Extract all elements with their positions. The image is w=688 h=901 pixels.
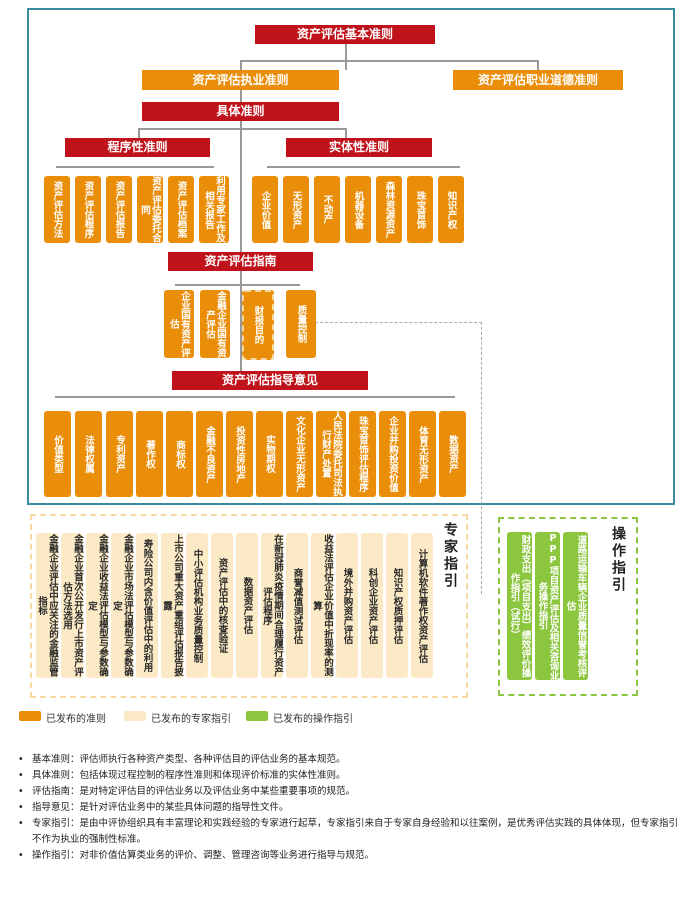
connector (537, 60, 539, 70)
opinion-item: 投资性房地产 (226, 411, 253, 497)
expert-item: 科创企业资产评估 (361, 533, 383, 678)
opinion-item: 企业并购投资价值 (379, 411, 406, 497)
opinion-item: 体育无形资产 (409, 411, 436, 497)
opinion-item: 法律权属 (75, 411, 102, 497)
guide-item: 金融企业国有资产评估 (200, 290, 230, 358)
note-item: 基本准则：评估师执行各种资产类型、各种评估目的评估业务的基本规范。 (18, 752, 678, 768)
connector-dashed (310, 322, 482, 594)
legend-swatch-standard (19, 711, 41, 721)
opinion-item: 数据资产 (439, 411, 466, 497)
expert-item: 上市公司重大资产重组评估报告披露 (161, 533, 183, 678)
connector (55, 396, 455, 398)
expert-item: 金融企业收益法评估模型与参数确定 (86, 533, 108, 678)
connector (267, 166, 460, 168)
guide-item-draft: 财报目的 (242, 290, 274, 360)
opinion-item: 文化企业无形资产 (286, 411, 313, 497)
procedural-standard-box: 程序性准则 (65, 138, 210, 157)
connector (240, 60, 242, 70)
note-item: 指导意见：是针对评估业务中的某些具体问题的指导性文件。 (18, 800, 678, 816)
expert-item: 计算机软件著作权资产评估 (411, 533, 433, 678)
expert-item: 金融企业市场法评估模型与参数确定 (111, 533, 133, 678)
connector (345, 128, 347, 138)
connector (240, 121, 242, 371)
connector (138, 128, 140, 138)
standards-frame (27, 8, 675, 505)
entity-item: 不动产 (314, 176, 340, 243)
opinion-item: 珠宝首饰评估程序 (349, 411, 376, 497)
procedural-item: 资产评估档案 (168, 176, 194, 243)
expert-item: 数据资产评估 (236, 533, 258, 678)
note-item: 具体准则：包括体现过程控制的程序性准则和体现评价标准的实体性准则。 (18, 768, 678, 784)
guide-box: 资产评估指南 (168, 252, 313, 271)
entity-item: 森林资源资产 (376, 176, 402, 243)
connector (175, 284, 300, 286)
procedural-item: 资产评估方法 (44, 176, 70, 243)
connector (138, 128, 346, 130)
opinion-item: 实物期权 (256, 411, 283, 497)
expert-item: 境外并购资产评估 (336, 533, 358, 678)
guide-item: 质量控制 (286, 290, 316, 358)
expert-item: 收益法评估企业价值中折现率的测算 (311, 533, 333, 678)
operation-item: PPP项目资产评估及相关咨询业务操作指引 (535, 532, 560, 680)
expert-item: 商誉减值测试评估 (286, 533, 308, 678)
expert-item: 资产评估中的核查验证 (211, 533, 233, 678)
expert-guidance-group (30, 514, 468, 698)
legend-swatch-operation (246, 711, 268, 721)
opinion-item: 人民法院委托司法执行财产处置 (316, 411, 346, 497)
entity-item: 企业价值 (252, 176, 278, 243)
opinion-item: 著作权 (136, 411, 163, 497)
connector (56, 166, 214, 168)
connector (240, 90, 242, 102)
expert-item: 金融企业评估中应关注的金融监管指标 (36, 533, 58, 678)
basic-standard-box: 资产评估基本准则 (255, 25, 435, 44)
entity-item: 机器设备 (345, 176, 371, 243)
note-item: 专家指引：是由中评协组织具有丰富理论和实践经验的专家进行起草，专家指引来自于专家… (18, 816, 678, 848)
practice-standard-box: 资产评估执业准则 (142, 70, 339, 90)
operation-guidance-title: 操作指引 (610, 526, 626, 594)
expert-item: 金融企业首次公开发行上市资产评估方法选用 (61, 533, 83, 678)
opinion-box: 资产评估指导意见 (172, 371, 368, 390)
procedural-item: 资产评估委托合同 (137, 176, 163, 243)
entity-standard-box: 实体性准则 (286, 138, 432, 157)
ethics-standard-box: 资产评估职业道德准则 (453, 70, 623, 90)
entity-item: 无形资产 (283, 176, 309, 243)
expert-item: 知识产权质押评估 (386, 533, 408, 678)
opinion-item: 商标权 (166, 411, 193, 497)
note-item: 评估指南：是对特定评估目的评估业务以及评估业务中某些重要事项的规范。 (18, 784, 678, 800)
legend-label: 已发布的准则 (46, 714, 106, 725)
procedural-item: 资产评估程序 (75, 176, 101, 243)
operation-item: 财政支出（项目支出）绩效评价操作指引（试行） (507, 532, 532, 680)
legend-label: 已发布的操作指引 (273, 714, 353, 725)
operation-item: 道路运输车辆企业质量信誉考核评估 (563, 532, 588, 680)
expert-item: 在新冠肺炎疫情期间合理履行资产评估程序 (261, 533, 283, 678)
procedural-item: 利用专家工作及相关报告 (199, 176, 229, 243)
entity-item: 珠宝首饰 (407, 176, 433, 243)
notes-list: 基本准则：评估师执行各种资产类型、各种评估目的评估业务的基本规范。 具体准则：包… (18, 752, 678, 864)
operation-guidance-group (498, 517, 638, 696)
connector (240, 60, 538, 62)
note-item: 操作指引：对非价值估算类业务的评价、调整、管理咨询等业务进行指导与规范。 (18, 848, 678, 864)
specific-standard-box: 具体准则 (142, 102, 339, 121)
connector (345, 44, 347, 70)
opinion-item: 金融不良资产 (196, 411, 223, 497)
guide-item: 企业国有资产评估 (164, 290, 194, 358)
expert-item: 寿险公司内含价值评估中的利用 (136, 533, 158, 678)
legend-label: 已发布的专家指引 (151, 714, 231, 725)
expert-guidance-title: 专家指引 (442, 522, 458, 590)
procedural-item: 资产评估报告 (106, 176, 132, 243)
opinion-item: 专利资产 (106, 411, 133, 497)
expert-item: 中小评估机构业务质量控制 (186, 533, 208, 678)
legend-swatch-expert (124, 711, 146, 721)
entity-item: 知识产权 (438, 176, 464, 243)
opinion-item: 价值类型 (44, 411, 71, 497)
